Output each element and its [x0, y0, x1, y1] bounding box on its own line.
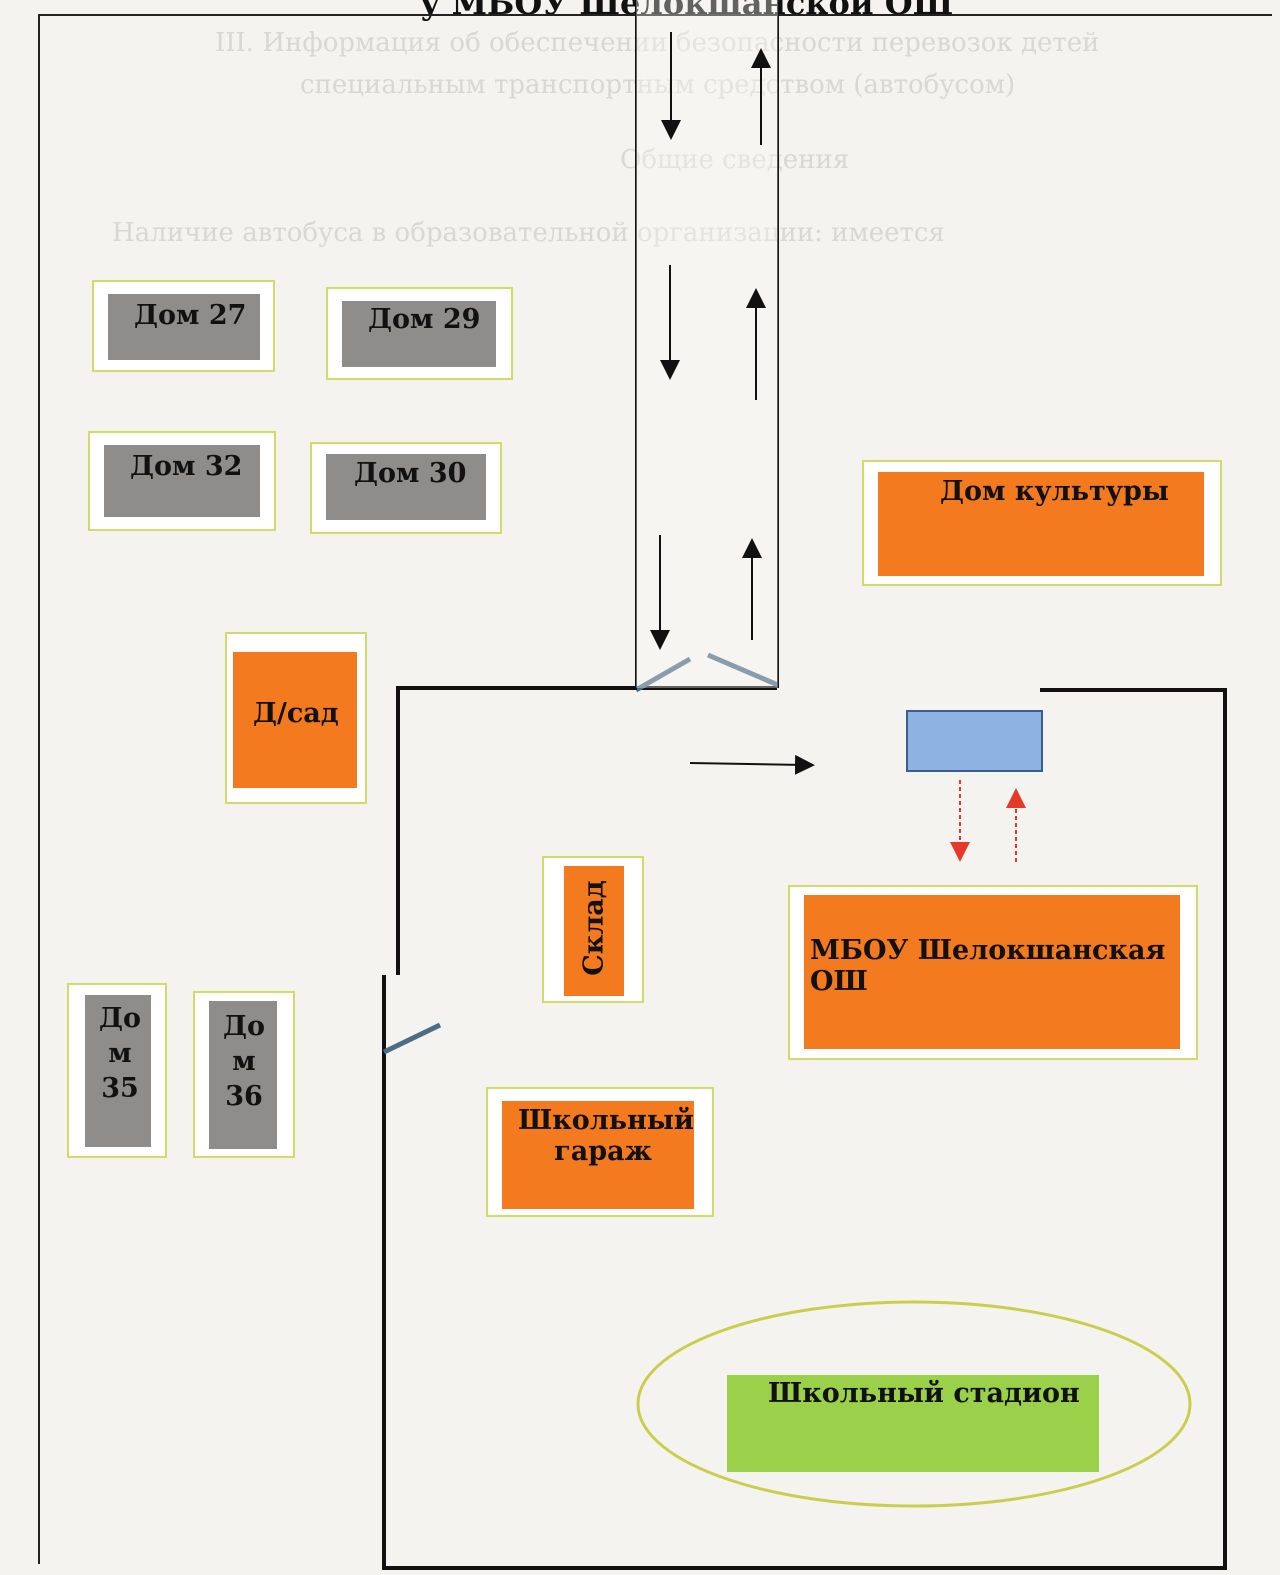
house-27-label: Дом 27	[134, 300, 247, 331]
culture-house: Дом культуры	[862, 460, 1222, 586]
warehouse: Склад	[542, 856, 644, 1003]
house-36-label: До м 36	[222, 1011, 266, 1113]
house-27: Дом 27	[92, 280, 275, 372]
school-building: МБОУ Шелокшанская ОШ	[788, 885, 1198, 1060]
house-36: До м 36	[193, 991, 295, 1158]
school-label: МБОУ Шелокшанская ОШ	[810, 935, 1166, 998]
culture-house-label: Дом культуры	[940, 476, 1169, 507]
house-32-label: Дом 32	[130, 451, 243, 482]
school-garage-label: Школьный гараж	[518, 1105, 694, 1168]
school-garage: Школьный гараж	[486, 1087, 714, 1217]
right-arrow-bus	[689, 754, 815, 775]
map-frame	[38, 14, 1272, 1564]
school-stadium-label: Школьный стадион	[768, 1378, 1080, 1409]
house-35-label: До м 35	[98, 1003, 142, 1105]
house-32: Дом 32	[88, 431, 276, 531]
house-29: Дом 29	[326, 287, 513, 380]
house-30: Дом 30	[310, 442, 502, 534]
house-35: До м 35	[67, 983, 167, 1158]
page-title: у МБОУ Шелокшанской ОШ	[420, 0, 954, 22]
house-30-label: Дом 30	[354, 458, 467, 489]
school-stadium	[727, 1375, 1099, 1472]
school-bus	[906, 710, 1043, 772]
house-29-label: Дом 29	[368, 304, 481, 335]
kindergarten-label: Д/сад	[253, 698, 339, 729]
kindergarten: Д/сад	[225, 632, 367, 804]
